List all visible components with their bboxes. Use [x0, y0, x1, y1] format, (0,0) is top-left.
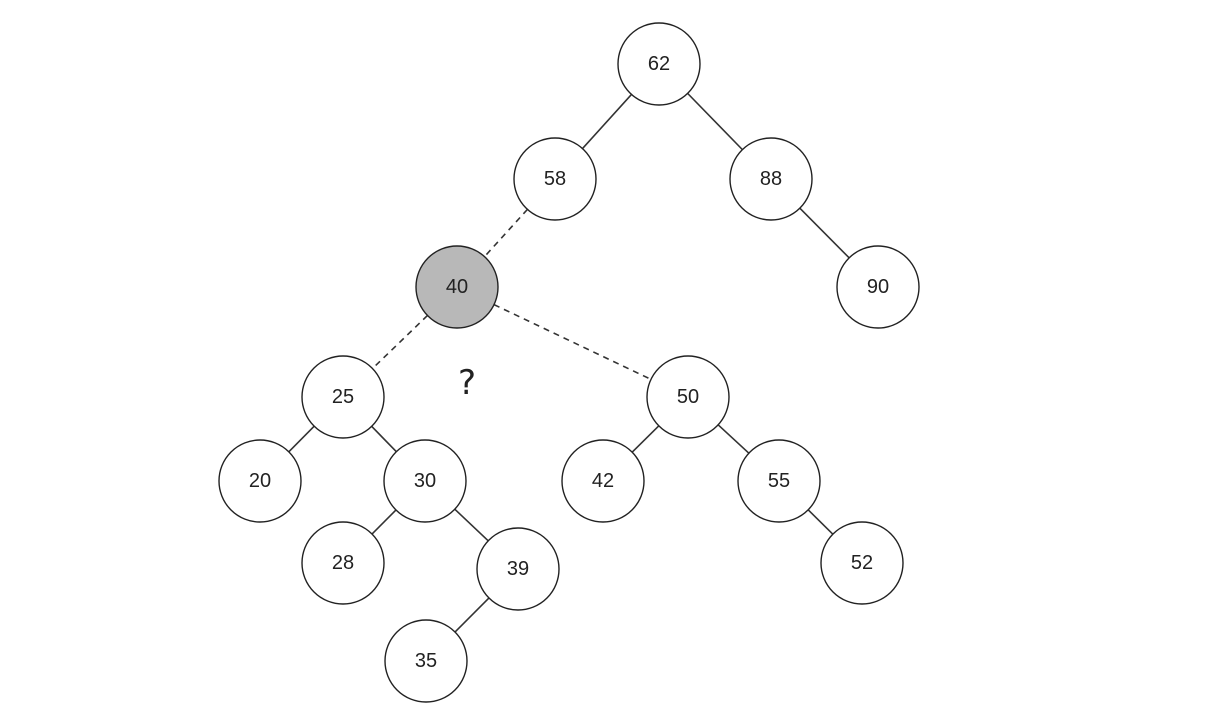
tree-node-30: 30 [383, 439, 467, 523]
edge-25-20 [288, 425, 315, 453]
node-label: 20 [249, 470, 271, 492]
node-circle [384, 619, 468, 703]
edge-30-28 [371, 509, 397, 535]
node-circle [476, 527, 560, 611]
node-label: 25 [332, 386, 354, 408]
tree-node-39: 39 [476, 527, 560, 611]
tree-node-20: 20 [218, 439, 302, 523]
edge-30-39 [454, 508, 489, 542]
tree-node-58: 58 [513, 137, 597, 221]
edge-50-55 [717, 424, 750, 454]
edge-62-88 [687, 92, 743, 151]
tree-node-62: 62 [617, 22, 701, 106]
node-label: 52 [851, 552, 873, 574]
node-circle [218, 439, 302, 523]
node-label: 62 [648, 53, 670, 75]
node-label: 55 [768, 470, 790, 492]
node-circle [617, 22, 701, 106]
edge-58-40 [483, 208, 529, 258]
question-mark-label: ? [458, 363, 476, 403]
edge-39-35 [454, 597, 490, 633]
node-circle [415, 245, 499, 329]
tree-node-35: 35 [384, 619, 468, 703]
node-circle [646, 355, 730, 439]
edge-55-52 [807, 509, 834, 535]
tree-node-28: 28 [301, 521, 385, 605]
node-label: 28 [332, 552, 354, 574]
edge-62-58 [581, 93, 633, 150]
tree-node-50: 50 [646, 355, 730, 439]
tree-node-55: 55 [737, 439, 821, 523]
edge-50-42 [631, 425, 660, 453]
node-circle [820, 521, 904, 605]
tree-node-42: 42 [561, 439, 645, 523]
edge-25-30 [371, 425, 397, 453]
node-label: 30 [414, 470, 436, 492]
node-label: 42 [592, 470, 614, 492]
node-circle [301, 355, 385, 439]
edge-88-90 [799, 207, 850, 259]
tree-node-40: 40 [415, 245, 499, 329]
edge-40-50 [493, 303, 652, 381]
edges-layer [288, 92, 850, 633]
node-circle [729, 137, 813, 221]
node-circle [383, 439, 467, 523]
node-label: 88 [760, 168, 782, 190]
edge-40-25 [371, 314, 429, 370]
tree-node-90: 90 [836, 245, 920, 329]
node-label: 35 [415, 650, 437, 672]
node-label: 39 [507, 558, 529, 580]
tree-node-25: 25 [301, 355, 385, 439]
nodes-layer: 62 58 88 90 40 25 50 20 30 42 55 28 39 52 35 [218, 22, 920, 703]
node-label: 40 [446, 276, 468, 298]
tree-node-52: 52 [820, 521, 904, 605]
node-label: 58 [544, 168, 566, 190]
node-circle [513, 137, 597, 221]
node-label: 50 [677, 386, 699, 408]
node-circle [737, 439, 821, 523]
node-circle [301, 521, 385, 605]
node-label: 90 [867, 276, 889, 298]
node-circle [561, 439, 645, 523]
node-circle [836, 245, 920, 329]
tree-node-88: 88 [729, 137, 813, 221]
